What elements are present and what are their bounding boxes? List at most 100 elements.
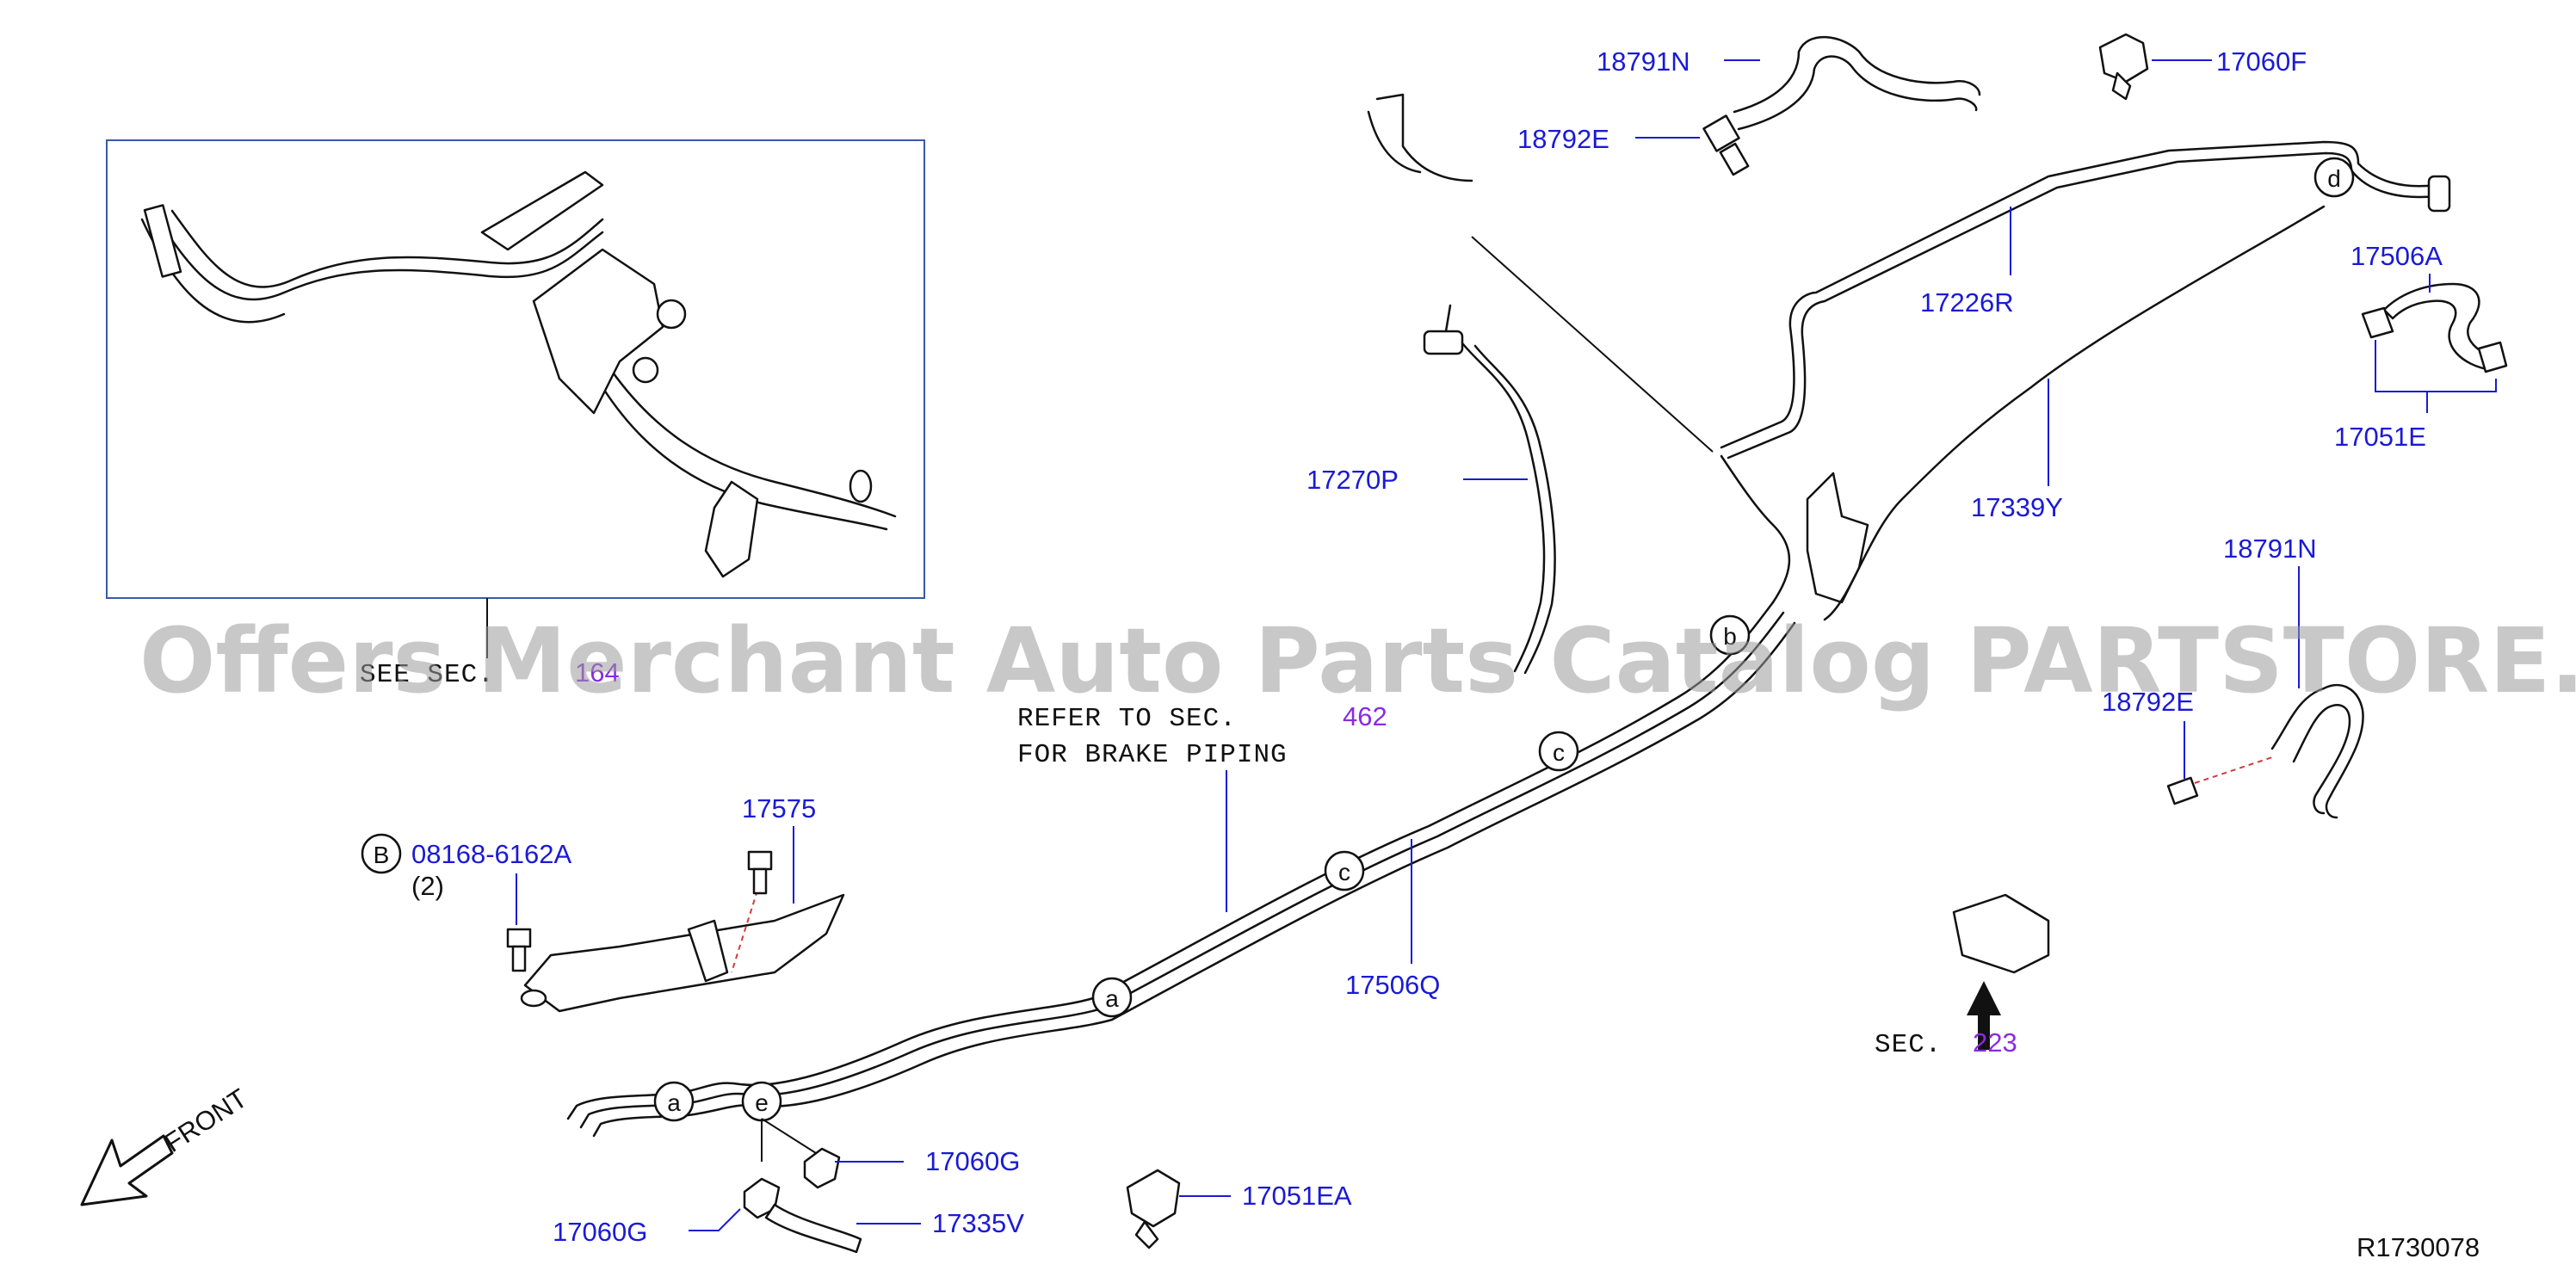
bracket-17575-body — [523, 893, 845, 1013]
hose-17335V — [764, 1203, 862, 1254]
pipe-17339Y — [1823, 205, 2326, 621]
pipe-branch-up — [1720, 454, 1791, 604]
clamp-17060F-body — [2098, 33, 2149, 83]
connector-a-upper-label: a — [1105, 985, 1119, 1012]
bolt-upper-head — [747, 850, 773, 871]
inset-pipe-2 — [170, 209, 604, 288]
label-17339Y[interactable]: 17339Y — [1971, 492, 2063, 522]
clamp-17051E-1 — [2361, 306, 2394, 339]
label-17575[interactable]: 17575 — [742, 793, 816, 824]
clamp-17051E-2 — [2477, 341, 2508, 373]
connector-d[interactable]: d — [2313, 157, 2355, 198]
watermark: Offers Merchant Auto Parts Catalog PARTS… — [139, 608, 2576, 713]
valve-mid-body — [2166, 776, 2199, 805]
bolt-upper — [747, 850, 773, 895]
label-17051EA[interactable]: 17051EA — [1242, 1181, 1352, 1211]
label-17051E[interactable]: 17051E — [2334, 422, 2426, 452]
bracket-17575 — [520, 890, 845, 1013]
hose-18791N-mid — [2270, 683, 2364, 819]
pipe-17226R-bottom — [1727, 151, 2437, 460]
vent-hook — [1375, 93, 1473, 182]
brake-note-line2: FOR BRAKE PIPING — [1017, 740, 1288, 770]
connector-a-lower[interactable]: a — [653, 1081, 695, 1122]
connector-e-label: e — [755, 1089, 769, 1116]
clamp-17060G-right-body — [803, 1147, 841, 1189]
inset-pipe-4 — [609, 368, 897, 518]
bolt-quantity: (2) — [411, 871, 444, 901]
leader-17060G-left — [689, 1208, 741, 1231]
valve-18792E-top — [1702, 114, 1750, 176]
tube-17270P-line-b — [1473, 344, 1556, 675]
clamp-17060G-right — [803, 1147, 841, 1189]
valve-top-body — [1702, 114, 1740, 152]
clamp-17051EA-tab — [1134, 1220, 1159, 1249]
label-17060F[interactable]: 17060F — [2216, 46, 2307, 77]
tube-17270P — [1423, 304, 1556, 675]
label-17060G-right[interactable]: 17060G — [925, 1146, 1020, 1176]
image-code: R1730078 — [2357, 1232, 2480, 1262]
hose-mid-outer — [2270, 683, 2364, 819]
valve-18792E-mid — [2166, 756, 2273, 805]
brake-note-section[interactable]: 462 — [1343, 701, 1387, 731]
vent-tube — [1367, 93, 1714, 453]
label-18791N-top[interactable]: 18791N — [1597, 46, 1690, 77]
inset-frame — [106, 139, 925, 599]
pipe-17226R-end — [2427, 175, 2451, 213]
hose-mid-inner — [2292, 704, 2351, 815]
pipe-17226R — [1720, 140, 2451, 460]
connector-a-upper[interactable]: a — [1091, 977, 1133, 1018]
inset-ref-prefix: SEE SEC. — [360, 660, 495, 690]
inset-bracket — [532, 248, 664, 415]
label-17506A[interactable]: 17506A — [2351, 241, 2443, 271]
inset-detail — [106, 139, 925, 658]
connector-c-lower[interactable]: c — [1324, 850, 1365, 891]
sec-223-section[interactable]: 223 — [1973, 1027, 2017, 1058]
connector-c-upper-label: c — [1553, 739, 1565, 766]
inset-fitting — [632, 356, 659, 384]
label-17270P[interactable]: 17270P — [1307, 465, 1399, 495]
inset-clip — [704, 480, 759, 578]
inset-hose-end — [849, 469, 873, 503]
inset-ref-section[interactable]: 164 — [575, 657, 620, 688]
front-label: FRONT — [159, 1083, 253, 1158]
connector-a-lower-label: a — [667, 1089, 681, 1116]
bolt-marker-b-label: B — [374, 842, 390, 868]
label-18792E-mid[interactable]: 18792E — [2102, 687, 2194, 717]
label-17506Q[interactable]: 17506Q — [1345, 970, 1440, 1000]
hose-top-inner — [1737, 55, 1978, 131]
clamp-17060F-tab — [2111, 71, 2132, 101]
hose-top-outer — [1733, 35, 1981, 114]
clamp-17051EA-body — [1126, 1169, 1181, 1228]
valve-top-nozzle — [1719, 142, 1750, 176]
label-17335V[interactable]: 17335V — [932, 1208, 1024, 1238]
hose-17506A — [2361, 282, 2508, 373]
connector-b[interactable]: b — [1709, 614, 1751, 656]
bolt-lower — [506, 928, 532, 972]
bolt-marker-b[interactable]: B — [361, 833, 402, 874]
vent-leader — [1471, 236, 1714, 453]
hose-18791N-top — [1733, 35, 1981, 131]
pipe-17226R-top — [1720, 140, 2437, 449]
sensor-stem — [1444, 304, 1452, 333]
valve-mid-dash — [2194, 756, 2273, 784]
inset-pipe-1 — [153, 213, 604, 301]
leader-connector-e — [761, 1118, 817, 1162]
label-17226R[interactable]: 17226R — [1920, 287, 2014, 318]
bracket-17575-eye — [520, 989, 547, 1008]
connector-c-lower-label: c — [1338, 859, 1350, 885]
label-17060G-left[interactable]: 17060G — [553, 1217, 647, 1247]
bracket-bolt-dash — [731, 890, 758, 973]
sec-223-arrow — [1967, 981, 2001, 1050]
vent-fitting — [1806, 472, 1869, 604]
label-08168-6162A[interactable]: 08168-6162A — [411, 839, 571, 869]
connector-d-label: d — [2327, 165, 2341, 192]
label-18791N-mid[interactable]: 18791N — [2223, 534, 2317, 564]
connector-b-label: b — [1723, 623, 1737, 650]
sensor-body — [1423, 330, 1464, 355]
label-18792E-top[interactable]: 18792E — [1517, 124, 1609, 154]
tube-17270P-line-a — [1461, 342, 1546, 673]
connector-c-upper[interactable]: c — [1538, 731, 1579, 772]
connector-e[interactable]: e — [741, 1081, 782, 1122]
